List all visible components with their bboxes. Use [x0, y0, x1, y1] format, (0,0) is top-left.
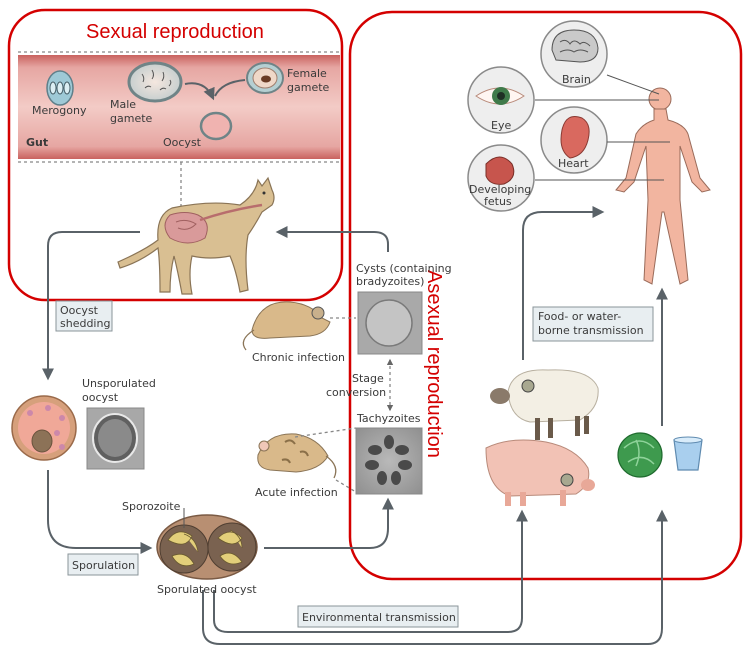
male-gamete-icon: [127, 61, 183, 103]
heart-label: Heart: [558, 157, 589, 170]
fetus-label-2: fetus: [484, 195, 512, 208]
tachyzoites-label: Tachyzoites: [356, 412, 421, 425]
acute-infection-label: Acute infection: [255, 486, 338, 499]
unsporulated-label-2: oocyst: [82, 391, 119, 404]
svg-text:Environmental transmission: Environmental transmission: [302, 611, 456, 624]
sporulation-box: Sporulation: [67, 553, 139, 576]
cyst-micrograph: [357, 291, 423, 355]
eye-circle: Eye: [467, 66, 535, 134]
oocyst-label: Oocyst: [163, 136, 202, 149]
eye-label: Eye: [491, 119, 511, 132]
cysts-label-2: bradyzoites): [356, 275, 424, 288]
sporozoite-label: Sporozoite: [122, 500, 181, 513]
merogony-label: Merogony: [32, 104, 87, 117]
stage-conversion-label-2: conversion: [326, 386, 386, 399]
environmental-to-food-arrow: [202, 509, 668, 645]
sporulated-oocyst-label: Sporulated oocyst: [157, 583, 257, 596]
fetus-label-1: Developing: [469, 183, 531, 196]
tachyzoite-micrograph: [355, 427, 423, 495]
asexual-reproduction-title: Asexual reproduction: [423, 270, 445, 458]
merogony-icon: [46, 70, 74, 106]
acute-infection-mouse: [257, 433, 337, 479]
female-to-oocyst-arrow: [214, 79, 246, 97]
brain-leader: [606, 74, 660, 95]
acute-dash-2: [335, 479, 357, 493]
stage-conversion-label-1: Stage: [352, 372, 384, 385]
unsporulated-oocyst-icon: [11, 395, 77, 461]
chronic-infection-label: Chronic infection: [252, 351, 345, 364]
shedding-flow-arrow: [42, 231, 140, 381]
environmental-transmission-box: Environmental transmission: [297, 605, 459, 628]
male-to-oocyst-arrow: [184, 82, 215, 101]
human-figure: [615, 87, 711, 285]
sporulation-flow-arrow: [47, 470, 153, 554]
female-gamete-label-1: Female: [287, 67, 327, 80]
cysts-label-1: Cysts (containing: [356, 262, 452, 275]
livestock-to-human-arrow: [522, 206, 605, 360]
gut-label: Gut: [26, 136, 48, 149]
gut-panel: Merogony Male gamete Female gamete Oocys…: [18, 51, 340, 212]
fetus-circle: Developing fetus: [467, 144, 535, 212]
oocyst-icon: [199, 111, 233, 141]
svg-text:borne transmission: borne transmission: [538, 324, 644, 337]
sexual-reproduction-title: Sexual reproduction: [86, 21, 264, 43]
svg-text:Food- or water-: Food- or water-: [538, 310, 621, 323]
food-water-transmission-box: Food- or water- borne transmission: [532, 306, 654, 342]
asexual-reproduction-outline: [348, 10, 743, 581]
unsporulated-oocyst-micrograph: [86, 407, 145, 470]
sporulated-to-tachyzoite-arrow: [264, 497, 394, 549]
unsporulated-label-1: Unsporulated: [82, 377, 156, 390]
svg-text:shedding: shedding: [60, 317, 110, 330]
environmental-to-livestock-arrow: [213, 509, 528, 633]
sexual-reproduction-outline: [7, 8, 344, 302]
cyst-to-cat-arrow: [275, 226, 389, 252]
female-gamete-icon: [246, 62, 284, 94]
sheep-icon: [490, 369, 599, 440]
oocyst-shedding-box: Oocyst shedding: [55, 300, 113, 332]
svg-text:Oocyst: Oocyst: [60, 304, 99, 317]
male-gamete-label-2: gamete: [110, 112, 153, 125]
heart-circle: Heart: [540, 106, 608, 174]
female-gamete-label-2: gamete: [287, 81, 330, 94]
brain-circle: Brain: [540, 20, 608, 88]
lettuce-icon: [617, 432, 663, 478]
pig-icon: [485, 439, 595, 506]
water-glass-icon: [673, 436, 703, 471]
svg-text:Sporulation: Sporulation: [72, 559, 135, 572]
chronic-infection-mouse: [242, 301, 331, 351]
cat-definitive-host: [117, 176, 275, 295]
sporulated-oocyst-icon: [156, 514, 258, 580]
male-gamete-label-1: Male: [110, 98, 136, 111]
acute-dash-1: [294, 427, 357, 438]
brain-label: Brain: [562, 73, 591, 86]
